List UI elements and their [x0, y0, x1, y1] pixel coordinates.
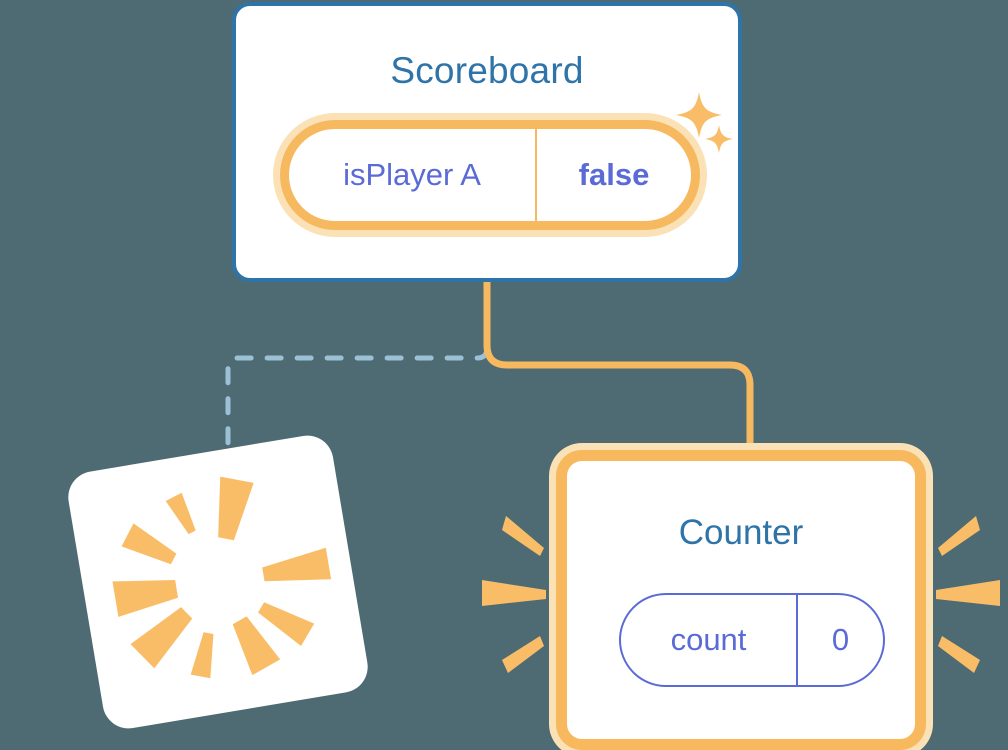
scoreboard-state-value: false — [578, 157, 650, 192]
scoreboard-title: Scoreboard — [390, 50, 584, 91]
burst-rays — [112, 476, 332, 679]
scoreboard-state-key: isPlayer A — [289, 129, 537, 221]
burst-card[interactable] — [64, 431, 372, 733]
counter-rays-left — [470, 500, 550, 690]
scoreboard-state-pill[interactable]: isPlayer A false — [280, 120, 700, 230]
sparkle-large-icon — [676, 92, 722, 138]
connector-scoreboard-to-counter — [483, 282, 754, 470]
counter-rays-right — [932, 500, 1008, 690]
counter-card[interactable]: Counter count 0 — [556, 450, 926, 750]
counter-state-pill[interactable]: count 0 — [619, 593, 885, 687]
counter-state-value: 0 — [831, 622, 850, 657]
sparkle-small-icon — [705, 125, 733, 153]
counter-title: Counter — [678, 513, 804, 552]
scoreboard-card[interactable]: Scoreboard isPlayer A false — [232, 2, 742, 282]
counter-state-key: count — [621, 595, 798, 685]
